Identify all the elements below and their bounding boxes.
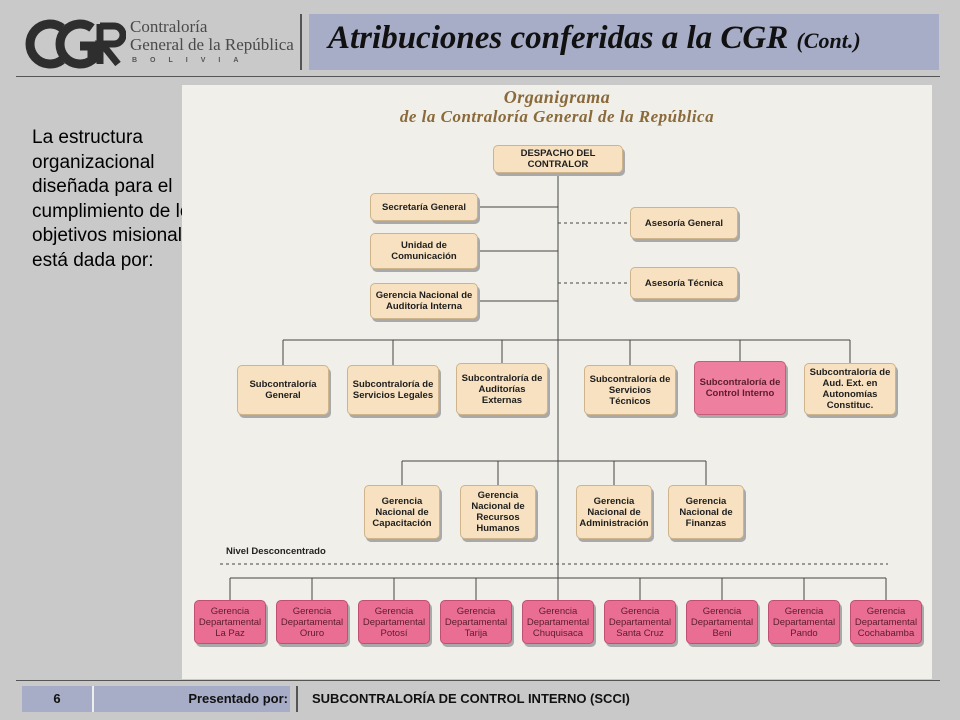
org-box-departamental-tarija: Gerencia Departamental Tarija [440, 600, 512, 644]
org-chart-panel: Organigrama de la Contraloría General de… [182, 85, 932, 679]
org-chart-title: Organigrama [503, 87, 611, 107]
page-title-suffix: (Cont.) [796, 28, 861, 53]
presented-by-label: Presentado por: [188, 691, 288, 706]
cgr-logo: Contraloría General de la República BOLI… [18, 16, 294, 70]
org-box-gerencia-finanzas: Gerencia Nacional de Finanzas [668, 485, 744, 539]
org-box-auditoria-interna: Gerencia Nacional de Auditoría Interna [370, 283, 478, 319]
org-box-departamental-cochabamba: Gerencia Departamental Cochabamba [850, 600, 922, 644]
org-box-asesoria-general: Asesoría General [630, 207, 738, 239]
logo-text-line1: Contraloría [130, 17, 208, 36]
org-box-asesoria-tecnica: Asesoría Técnica [630, 267, 738, 299]
nivel-desconcentrado-label: Nivel Desconcentrado [226, 546, 326, 557]
org-box-departamental-santa-cruz: Gerencia Departamental Santa Cruz [604, 600, 676, 644]
intro-text: La estructura organizacional diseñada pa… [32, 127, 203, 271]
org-box-departamental-potosi: Gerencia Departamental Potosí [358, 600, 430, 644]
cgr-logo-icon [25, 19, 126, 69]
org-box-departamental-la-paz: Gerencia Departamental La Paz [194, 600, 266, 644]
org-box-subcontraloria-auditorias-externas: Subcontraloría de Auditorías Externas [456, 363, 548, 415]
org-chart-subtitle: de la Contraloría General de la Repúblic… [399, 107, 715, 126]
org-box-subcontraloria-autonomias: Subcontraloría de Aud. Ext. en Autonomía… [804, 363, 896, 415]
org-box-gerencia-administracion: Gerencia Nacional de Administración [576, 485, 652, 539]
footer-bar [22, 686, 290, 712]
org-box-departamental-chuquisaca: Gerencia Departamental Chuquisaca [522, 600, 594, 644]
org-box-subcontraloria-general: Subcontraloría General [237, 365, 329, 415]
org-box-gerencia-recursos-humanos: Gerencia Nacional de Recursos Humanos [460, 485, 536, 539]
org-box-departamental-beni: Gerencia Departamental Beni [686, 600, 758, 644]
org-box-subcontraloria-servicios-legales: Subcontraloría de Servicios Legales [347, 365, 439, 415]
org-box-subcontraloria-control-interno: Subcontraloría de Control Interno [694, 361, 786, 415]
footer-separator [92, 686, 94, 712]
org-box-comunicacion: Unidad de Comunicación [370, 233, 478, 269]
header-rule [16, 76, 940, 77]
footer-rule [16, 680, 940, 681]
page-title-main: Atribuciones conferidas a la CGR [328, 20, 789, 56]
org-box-secretaria: Secretaría General [370, 193, 478, 221]
org-box-subcontraloria-servicios-tecnicos: Subcontraloría de Servicios Técnicos [584, 365, 676, 415]
org-chart-connectors [220, 173, 888, 600]
presenter-name: SUBCONTRALORÍA DE CONTROL INTERNO (SCCI) [312, 691, 630, 706]
logo-text-country: BOLIVIA [132, 57, 252, 64]
footer-divider [296, 686, 298, 712]
header-divider [300, 14, 302, 70]
page-title: Atribuciones conferidas a la CGR (Cont.) [328, 20, 861, 57]
slide-number: 6 [53, 691, 61, 706]
logo-text-line2: General de la República [130, 35, 294, 54]
org-box-departamental-pando: Gerencia Departamental Pando [768, 600, 840, 644]
org-box-despacho: DESPACHO DEL CONTRALOR [493, 145, 623, 173]
org-box-departamental-oruro: Gerencia Departamental Oruro [276, 600, 348, 644]
title-bar [309, 14, 939, 70]
org-box-gerencia-capacitacion: Gerencia Nacional de Capacitación [364, 485, 440, 539]
